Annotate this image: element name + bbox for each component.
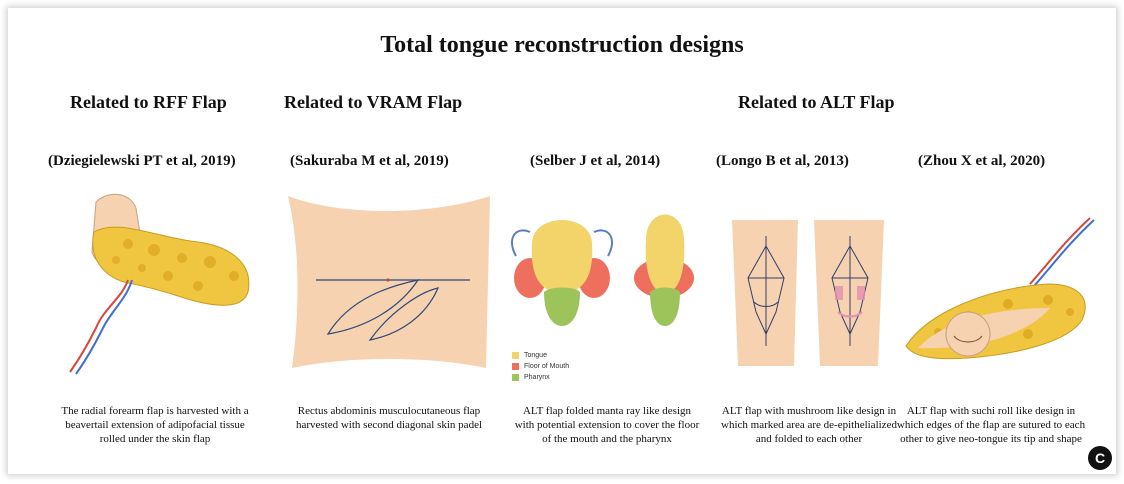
caption-3: ALT flap folded manta ray like design wi… (512, 404, 702, 446)
caption-1: The radial forearm flap is harvested wit… (60, 404, 250, 446)
legend-item-tongue: Tongue (512, 350, 569, 361)
figure-title: Total tongue reconstruction designs (8, 32, 1116, 59)
fold-arrow-left (512, 230, 530, 256)
thigh-left (732, 220, 798, 366)
legend-swatch (512, 363, 519, 370)
group-heading-alt: Related to ALT Flap (738, 92, 895, 113)
rff-flap-illustration (58, 188, 268, 378)
citation-5: (Zhou X et al, 2020) (918, 153, 1045, 170)
caption-2: Rectus abdominis musculocutaneous flap h… (294, 404, 484, 432)
vein (1034, 220, 1094, 286)
thigh-right (814, 220, 884, 366)
tongue-region-2 (646, 215, 685, 295)
pharynx-region-2 (650, 288, 680, 327)
citation-1: (Dziegielewski PT et al, 2019) (48, 153, 236, 170)
region-legend: Tongue Floor of Mouth Pharynx (512, 350, 569, 383)
legend-item-floor: Floor of Mouth (512, 361, 569, 372)
legend-swatch (512, 352, 519, 359)
mushroom-design-illustration (726, 216, 896, 376)
legend-swatch (512, 374, 519, 381)
citation-3: (Selber J et al, 2014) (530, 153, 660, 170)
group-heading-vram: Related to VRAM Flap (284, 92, 462, 113)
abdomen-skin (288, 196, 490, 368)
artery (70, 280, 128, 372)
fold-arrow-right (594, 230, 612, 256)
artery (1030, 218, 1090, 284)
citation-2: (Sakuraba M et al, 2019) (290, 153, 449, 170)
vram-flap-illustration (280, 188, 500, 378)
caption-5: ALT flap with suchi roll like design in … (896, 404, 1086, 446)
legend-item-pharynx: Pharynx (512, 372, 569, 383)
adipofacial-tissue (93, 227, 249, 305)
caption-4: ALT flap with mushroom like design in wh… (714, 404, 904, 446)
tongue-region-1 (532, 220, 593, 294)
manta-ray-illustration (502, 192, 712, 342)
neo-tongue-tip (946, 312, 990, 356)
citation-4: (Longo B et al, 2013) (716, 153, 849, 170)
pharynx-region-1 (544, 288, 580, 327)
panel-label-badge: C (1088, 446, 1112, 470)
figure-panel: Total tongue reconstruction designs Rela… (8, 8, 1116, 474)
sushi-roll-illustration (898, 208, 1098, 378)
group-heading-rff: Related to RFF Flap (70, 92, 227, 113)
vein (76, 280, 132, 374)
